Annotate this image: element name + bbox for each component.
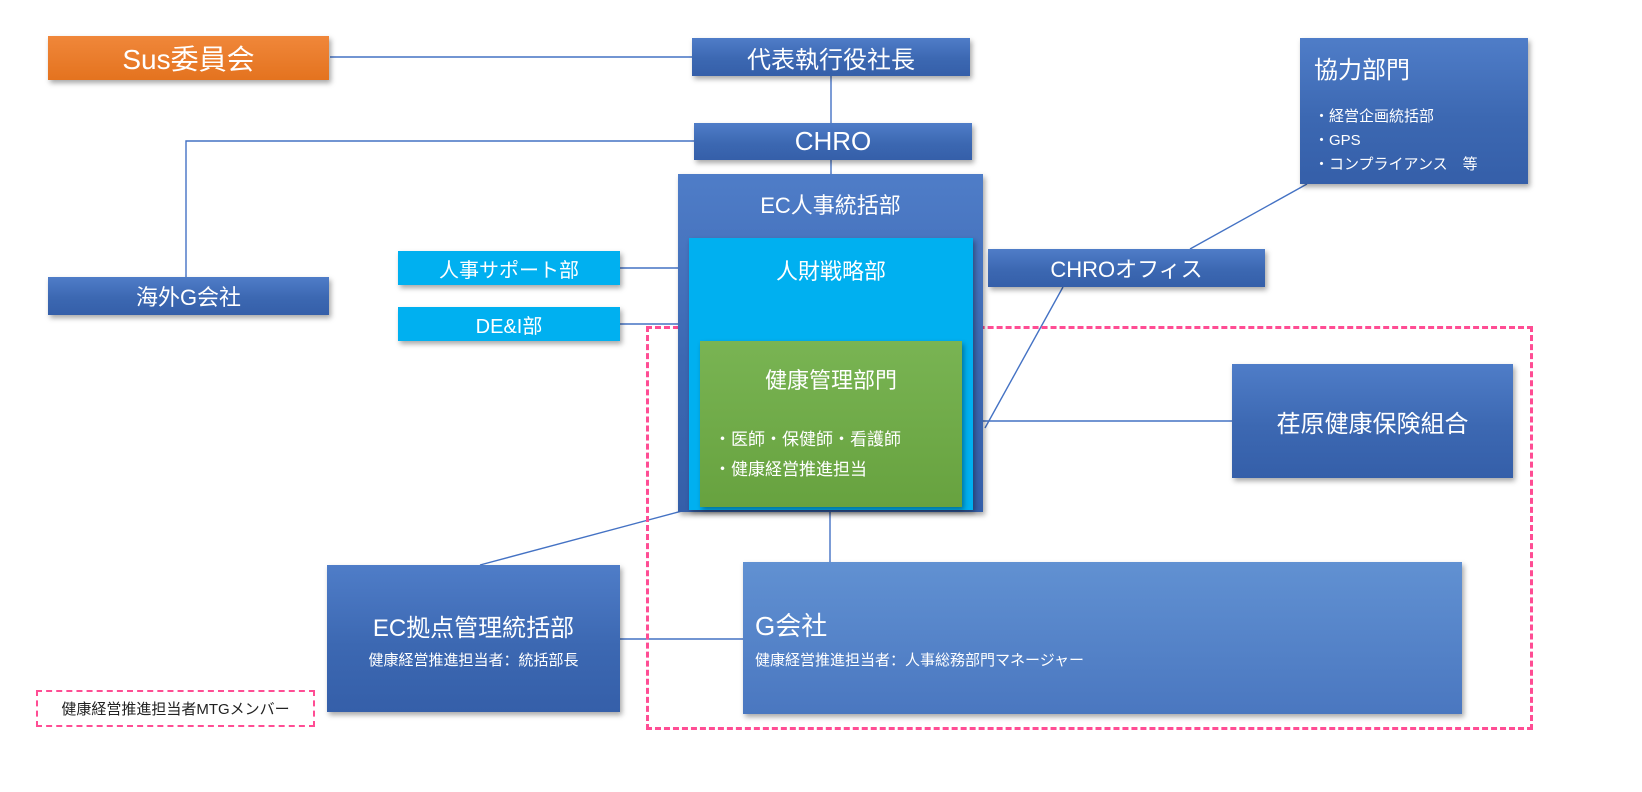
mtg-members-legend: 健康経営推進担当者MTGメンバー	[36, 690, 315, 727]
node-ebara-health-insurance-label: 荏原健康保険組合	[1276, 410, 1469, 438]
node-ec-hr-division-label: EC人事統括部	[760, 193, 901, 218]
node-ec-hr-division: EC人事統括部 人財戦略部 健康管理部門 ・医師・保健師・看護師 ・健康経営推進…	[678, 174, 983, 512]
connector-chro-overseas	[185, 140, 694, 277]
cooperating-dept-item: ・コンプライアンス 等	[1314, 156, 1478, 173]
node-dei-dept-label: DE&I部	[475, 315, 543, 338]
node-overseas-g-companies-label: 海外G会社	[135, 285, 242, 310]
node-cooperating-depts-title: 協力部門	[1314, 57, 1410, 84]
node-overseas-g-companies: 海外G会社	[48, 277, 329, 315]
mtg-members-region	[646, 326, 1533, 730]
node-chro-office: CHROオフィス	[988, 249, 1265, 287]
node-president: 代表執行役社長	[692, 38, 970, 76]
node-chro: CHRO	[694, 123, 972, 160]
node-hr-strategy-dept-label: 人財戦略部	[775, 259, 886, 284]
node-hr-strategy-dept: 人財戦略部 健康管理部門 ・医師・保健師・看護師 ・健康経営推進担当	[689, 238, 973, 510]
node-g-companies: G会社 健康経営推進担当者：人事総務部門マネージャー	[743, 562, 1462, 714]
health-mgmt-item: ・医師・保健師・看護師	[714, 430, 901, 449]
node-hr-support-dept-label: 人事サポート部	[439, 259, 579, 282]
health-mgmt-item: ・健康経営推進担当	[714, 460, 867, 479]
node-president-label: 代表執行役社長	[747, 46, 915, 74]
mtg-members-legend-label: 健康経営推進担当者MTGメンバー	[61, 701, 290, 718]
node-dei-dept: DE&I部	[398, 307, 620, 341]
node-health-mgmt-dept-title: 健康管理部門	[764, 368, 897, 393]
node-health-mgmt-dept: 健康管理部門 ・医師・保健師・看護師 ・健康経営推進担当	[700, 341, 962, 507]
node-ebara-health-insurance: 荏原健康保険組合	[1232, 364, 1513, 478]
connector-chrooffice-coop	[1189, 183, 1308, 250]
node-sus-committee: Sus委員会	[48, 36, 329, 80]
node-ec-site-mgmt-division: EC拠点管理統括部 健康経営推進担当者：統括部長	[327, 565, 620, 712]
node-ec-site-mgmt-division-subtitle: 健康経営推進担当者：統括部長	[368, 651, 579, 669]
node-g-companies-subtitle: 健康経営推進担当者：人事総務部門マネージャー	[755, 652, 1084, 669]
node-sus-committee-label: Sus委員会	[122, 44, 255, 75]
node-hr-support-dept: 人事サポート部	[398, 251, 620, 285]
cooperating-dept-item: ・経営企画統括部	[1314, 108, 1435, 125]
node-cooperating-depts: 協力部門 ・経営企画統括部 ・GPS ・コンプライアンス 等	[1300, 38, 1528, 184]
node-health-mgmt-dept-items: ・医師・保健師・看護師 ・健康経営推進担当	[700, 425, 962, 485]
node-g-companies-title: G会社	[755, 611, 828, 641]
connector-ecsite-health	[479, 506, 698, 566]
connector-chrooffice-health	[984, 286, 1064, 429]
cooperating-dept-item: ・GPS	[1314, 132, 1361, 149]
node-chro-office-label: CHROオフィス	[1050, 257, 1203, 282]
node-chro-label: CHRO	[794, 126, 872, 156]
node-cooperating-depts-items: ・経営企画統括部 ・GPS ・コンプライアンス 等	[1314, 105, 1514, 177]
node-ec-site-mgmt-division-title: EC拠点管理統括部	[372, 614, 575, 642]
